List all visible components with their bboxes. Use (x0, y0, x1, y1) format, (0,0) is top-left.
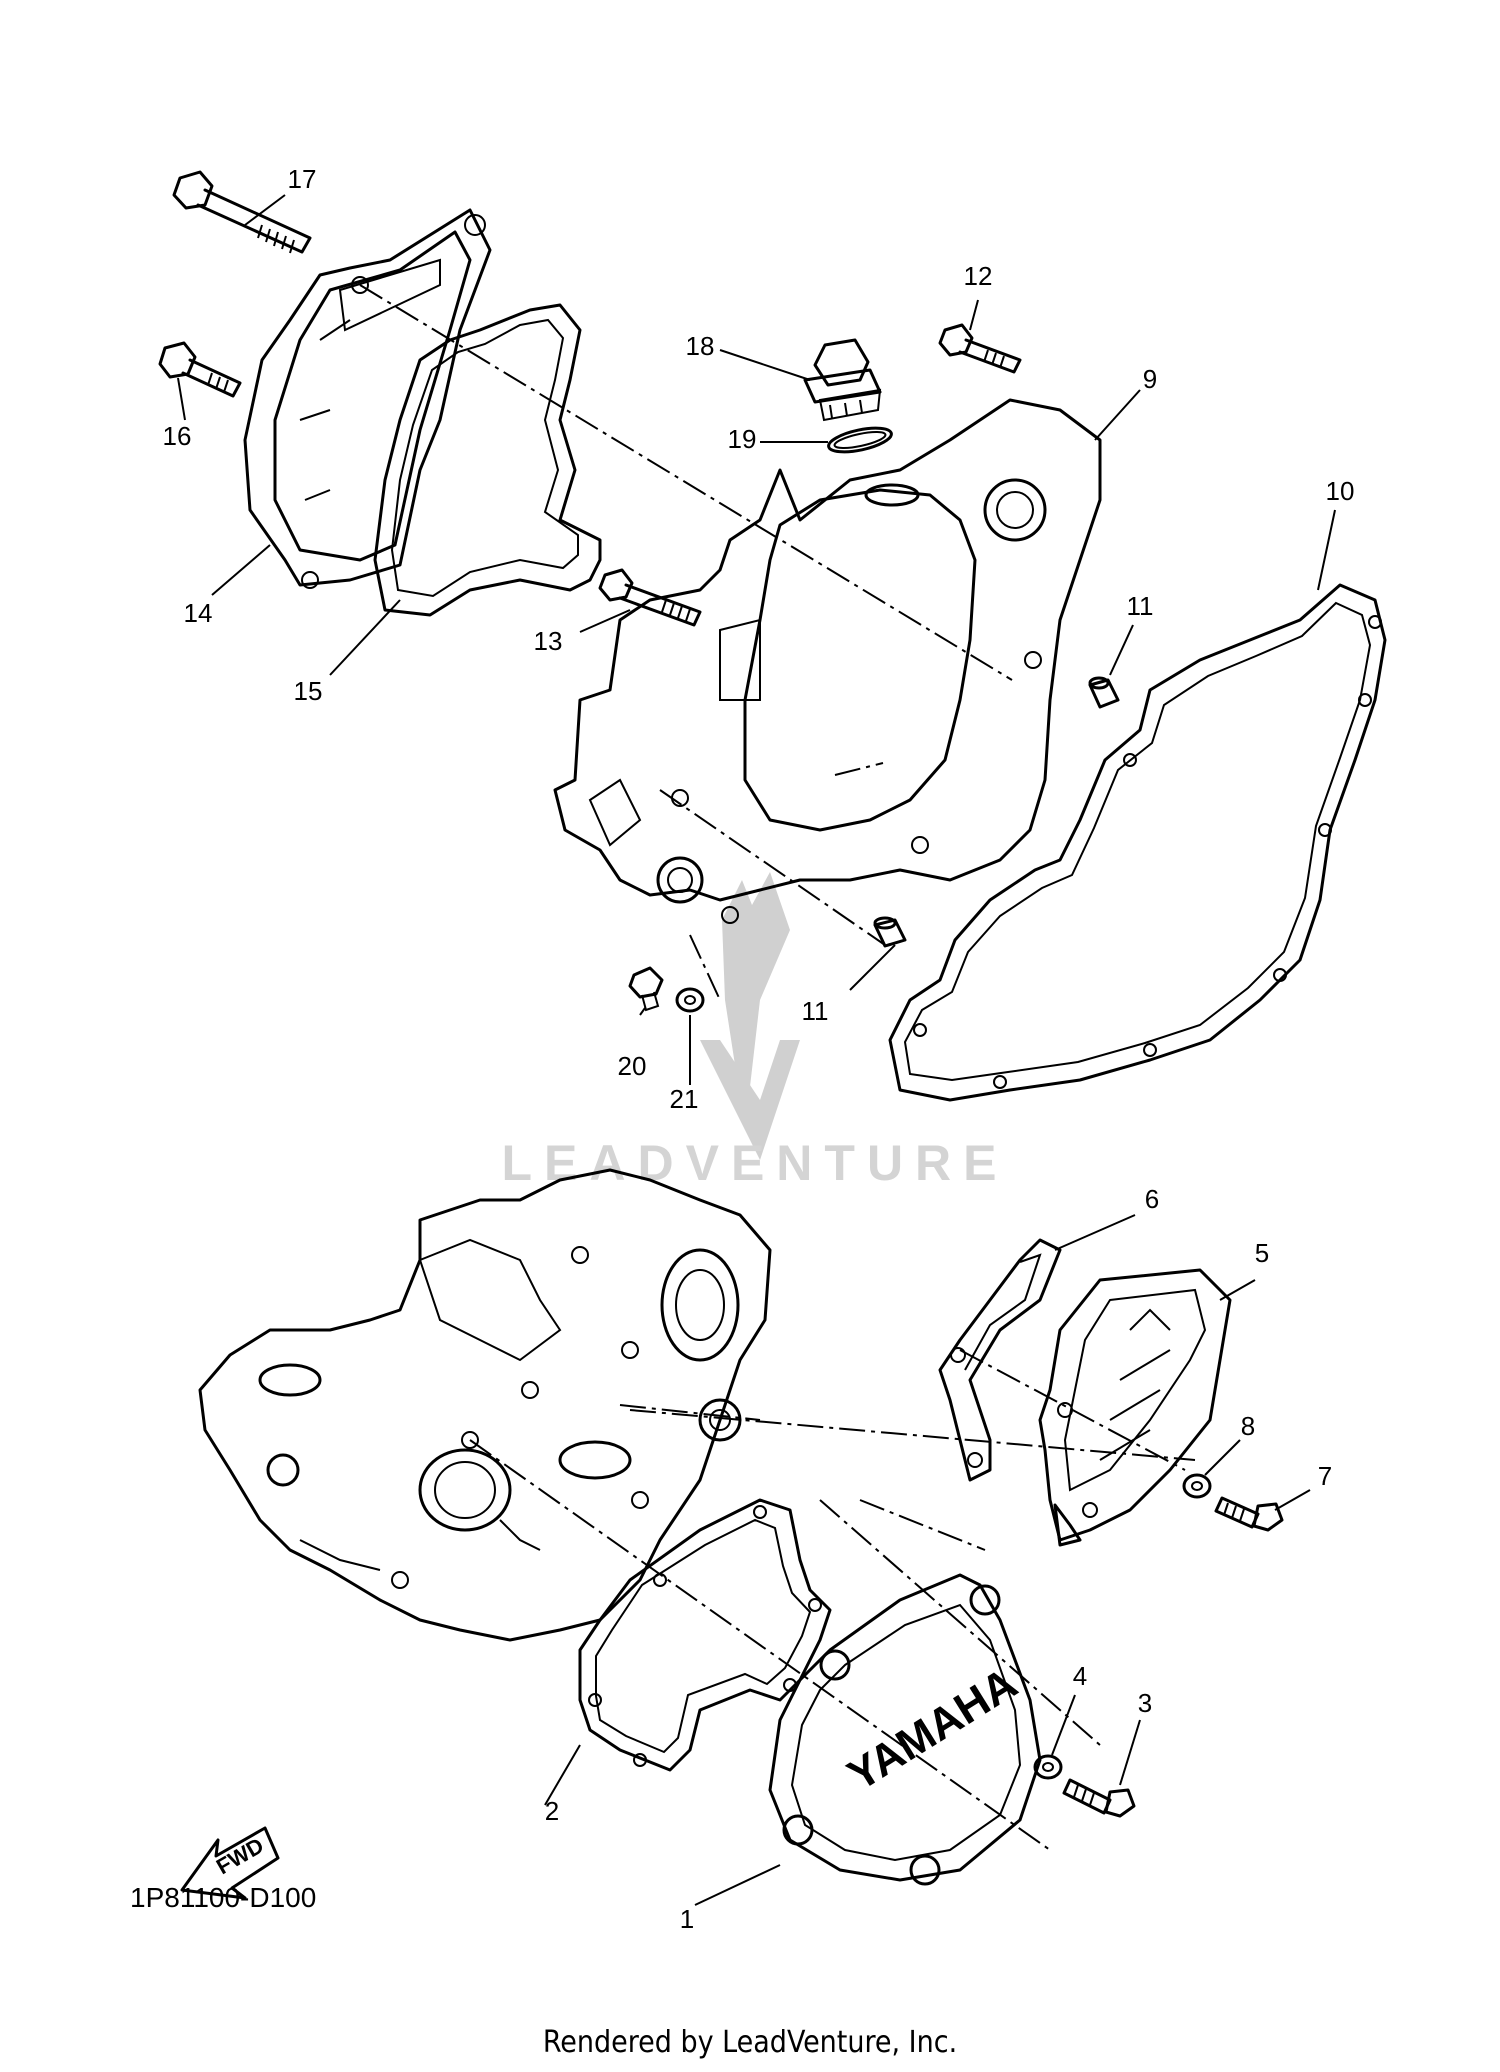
bolt-7 (1214, 1496, 1284, 1532)
dowel-pin-11-lower (873, 916, 907, 948)
magneto-cover-1: YAMAHA (768, 1573, 1042, 1886)
leadventure-watermark: LEADVENTURE (501, 872, 1008, 1191)
callout-9: 9 (1143, 364, 1157, 394)
callout-14: 14 (184, 598, 213, 628)
bolt-12 (938, 323, 1022, 374)
callout-11-lower: 11 (802, 996, 829, 1026)
watermark-text: LEADVENTURE (501, 1135, 1008, 1191)
figure-code: 1P81100-D100 (130, 1882, 316, 1913)
gasket-10 (888, 583, 1387, 1102)
callout-leader-lines (177, 194, 1336, 1906)
short-bolt-16 (158, 341, 242, 398)
long-bolt-17 (172, 170, 312, 254)
callout-7: 7 (1318, 1461, 1332, 1491)
o-ring-19 (827, 426, 893, 454)
crankcase-body (198, 1168, 772, 1642)
washer-4 (1033, 1754, 1063, 1780)
callout-2: 2 (545, 1796, 559, 1826)
callout-13: 13 (534, 626, 563, 656)
fwd-label: FWD (212, 1833, 268, 1880)
washer-8 (1182, 1473, 1212, 1499)
crankcase-cover-9 (553, 398, 1102, 924)
callout-8: 8 (1241, 1411, 1255, 1441)
bolt-3 (1062, 1778, 1136, 1818)
bolt-20 (628, 966, 664, 1012)
callout-3: 3 (1138, 1688, 1152, 1718)
callout-20: 20 (618, 1051, 647, 1081)
guide-plate-6 (938, 1238, 1062, 1482)
callout-4: 4 (1073, 1661, 1087, 1691)
callout-6: 6 (1145, 1184, 1159, 1214)
callout-labels: 17 16 14 15 13 18 19 12 9 10 11 11 20 21… (163, 164, 1355, 1934)
callout-15: 15 (294, 676, 323, 706)
dowel-pin-11-upper (1088, 676, 1120, 709)
callout-21: 21 (670, 1084, 699, 1114)
callout-10: 10 (1326, 476, 1355, 506)
callout-11-upper: 11 (1127, 591, 1154, 621)
gasket-15 (373, 303, 602, 617)
clutch-cover-14 (243, 208, 492, 589)
sprocket-cover-5 (1038, 1268, 1232, 1547)
footer-credit: Rendered by LeadVenture, Inc. (543, 2025, 957, 2060)
gasket-2 (578, 1498, 832, 1772)
yamaha-logo: YAMAHA (839, 1659, 1025, 1801)
callout-16: 16 (163, 421, 192, 451)
callout-12: 12 (964, 261, 993, 291)
callout-18: 18 (686, 331, 715, 361)
callout-1: 1 (680, 1904, 694, 1934)
callout-19: 19 (728, 424, 757, 454)
washer-21 (675, 987, 705, 1013)
callout-5: 5 (1255, 1238, 1269, 1268)
oil-filler-cap-18 (803, 338, 882, 422)
callout-17: 17 (288, 164, 317, 194)
